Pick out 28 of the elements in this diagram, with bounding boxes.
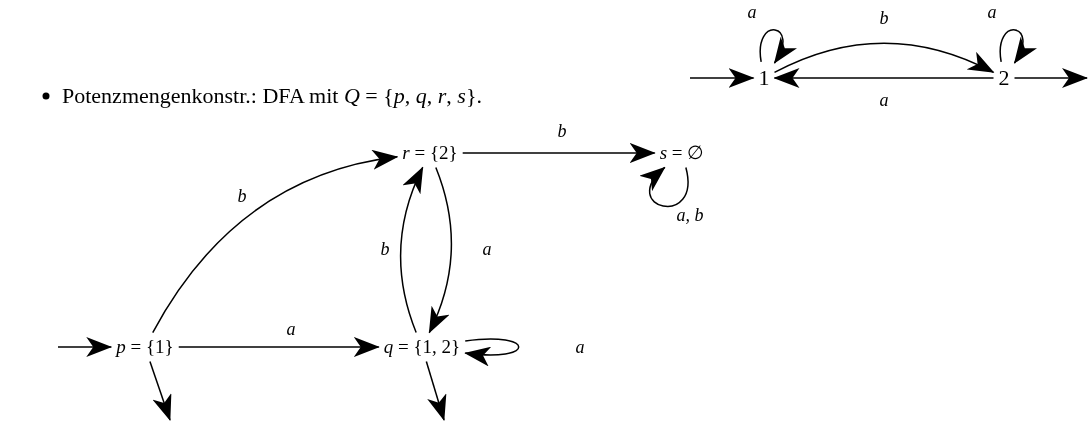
edge-label: b — [235, 187, 249, 205]
edge-label: a, b — [674, 206, 706, 224]
transition-arrow — [178, 337, 380, 357]
final-arrow — [1013, 68, 1088, 88]
self-loop-arrow — [464, 338, 520, 366]
transition-arrow — [428, 166, 453, 334]
self-loop-arrow — [759, 29, 796, 64]
transition-arrow — [461, 143, 656, 163]
start-arrow — [689, 68, 755, 88]
transition-arrow — [773, 42, 995, 74]
state-label: 1 — [756, 64, 772, 92]
edge-label: b — [877, 9, 891, 27]
edge-label: b — [555, 122, 569, 140]
transition-arrow — [399, 166, 424, 334]
edge-label: b — [378, 240, 392, 258]
transition-arrow — [773, 68, 995, 88]
state-label: q = {1, 2} — [381, 335, 463, 359]
final-arrow — [425, 360, 447, 421]
transition-arrow — [152, 150, 399, 334]
state-label: s = ∅ — [657, 141, 707, 165]
state-label: 2 — [996, 64, 1012, 92]
start-arrow — [57, 337, 113, 357]
state-label: p = {1} — [114, 335, 176, 359]
self-loop-arrow — [999, 29, 1036, 64]
state-label: r = {2} — [400, 141, 460, 165]
bullet-text: Potenzmengenkonstr.: DFA mit Q = {p, q, r, s}. — [62, 83, 482, 109]
final-arrow — [149, 360, 172, 421]
self-loop-arrow — [640, 166, 689, 207]
